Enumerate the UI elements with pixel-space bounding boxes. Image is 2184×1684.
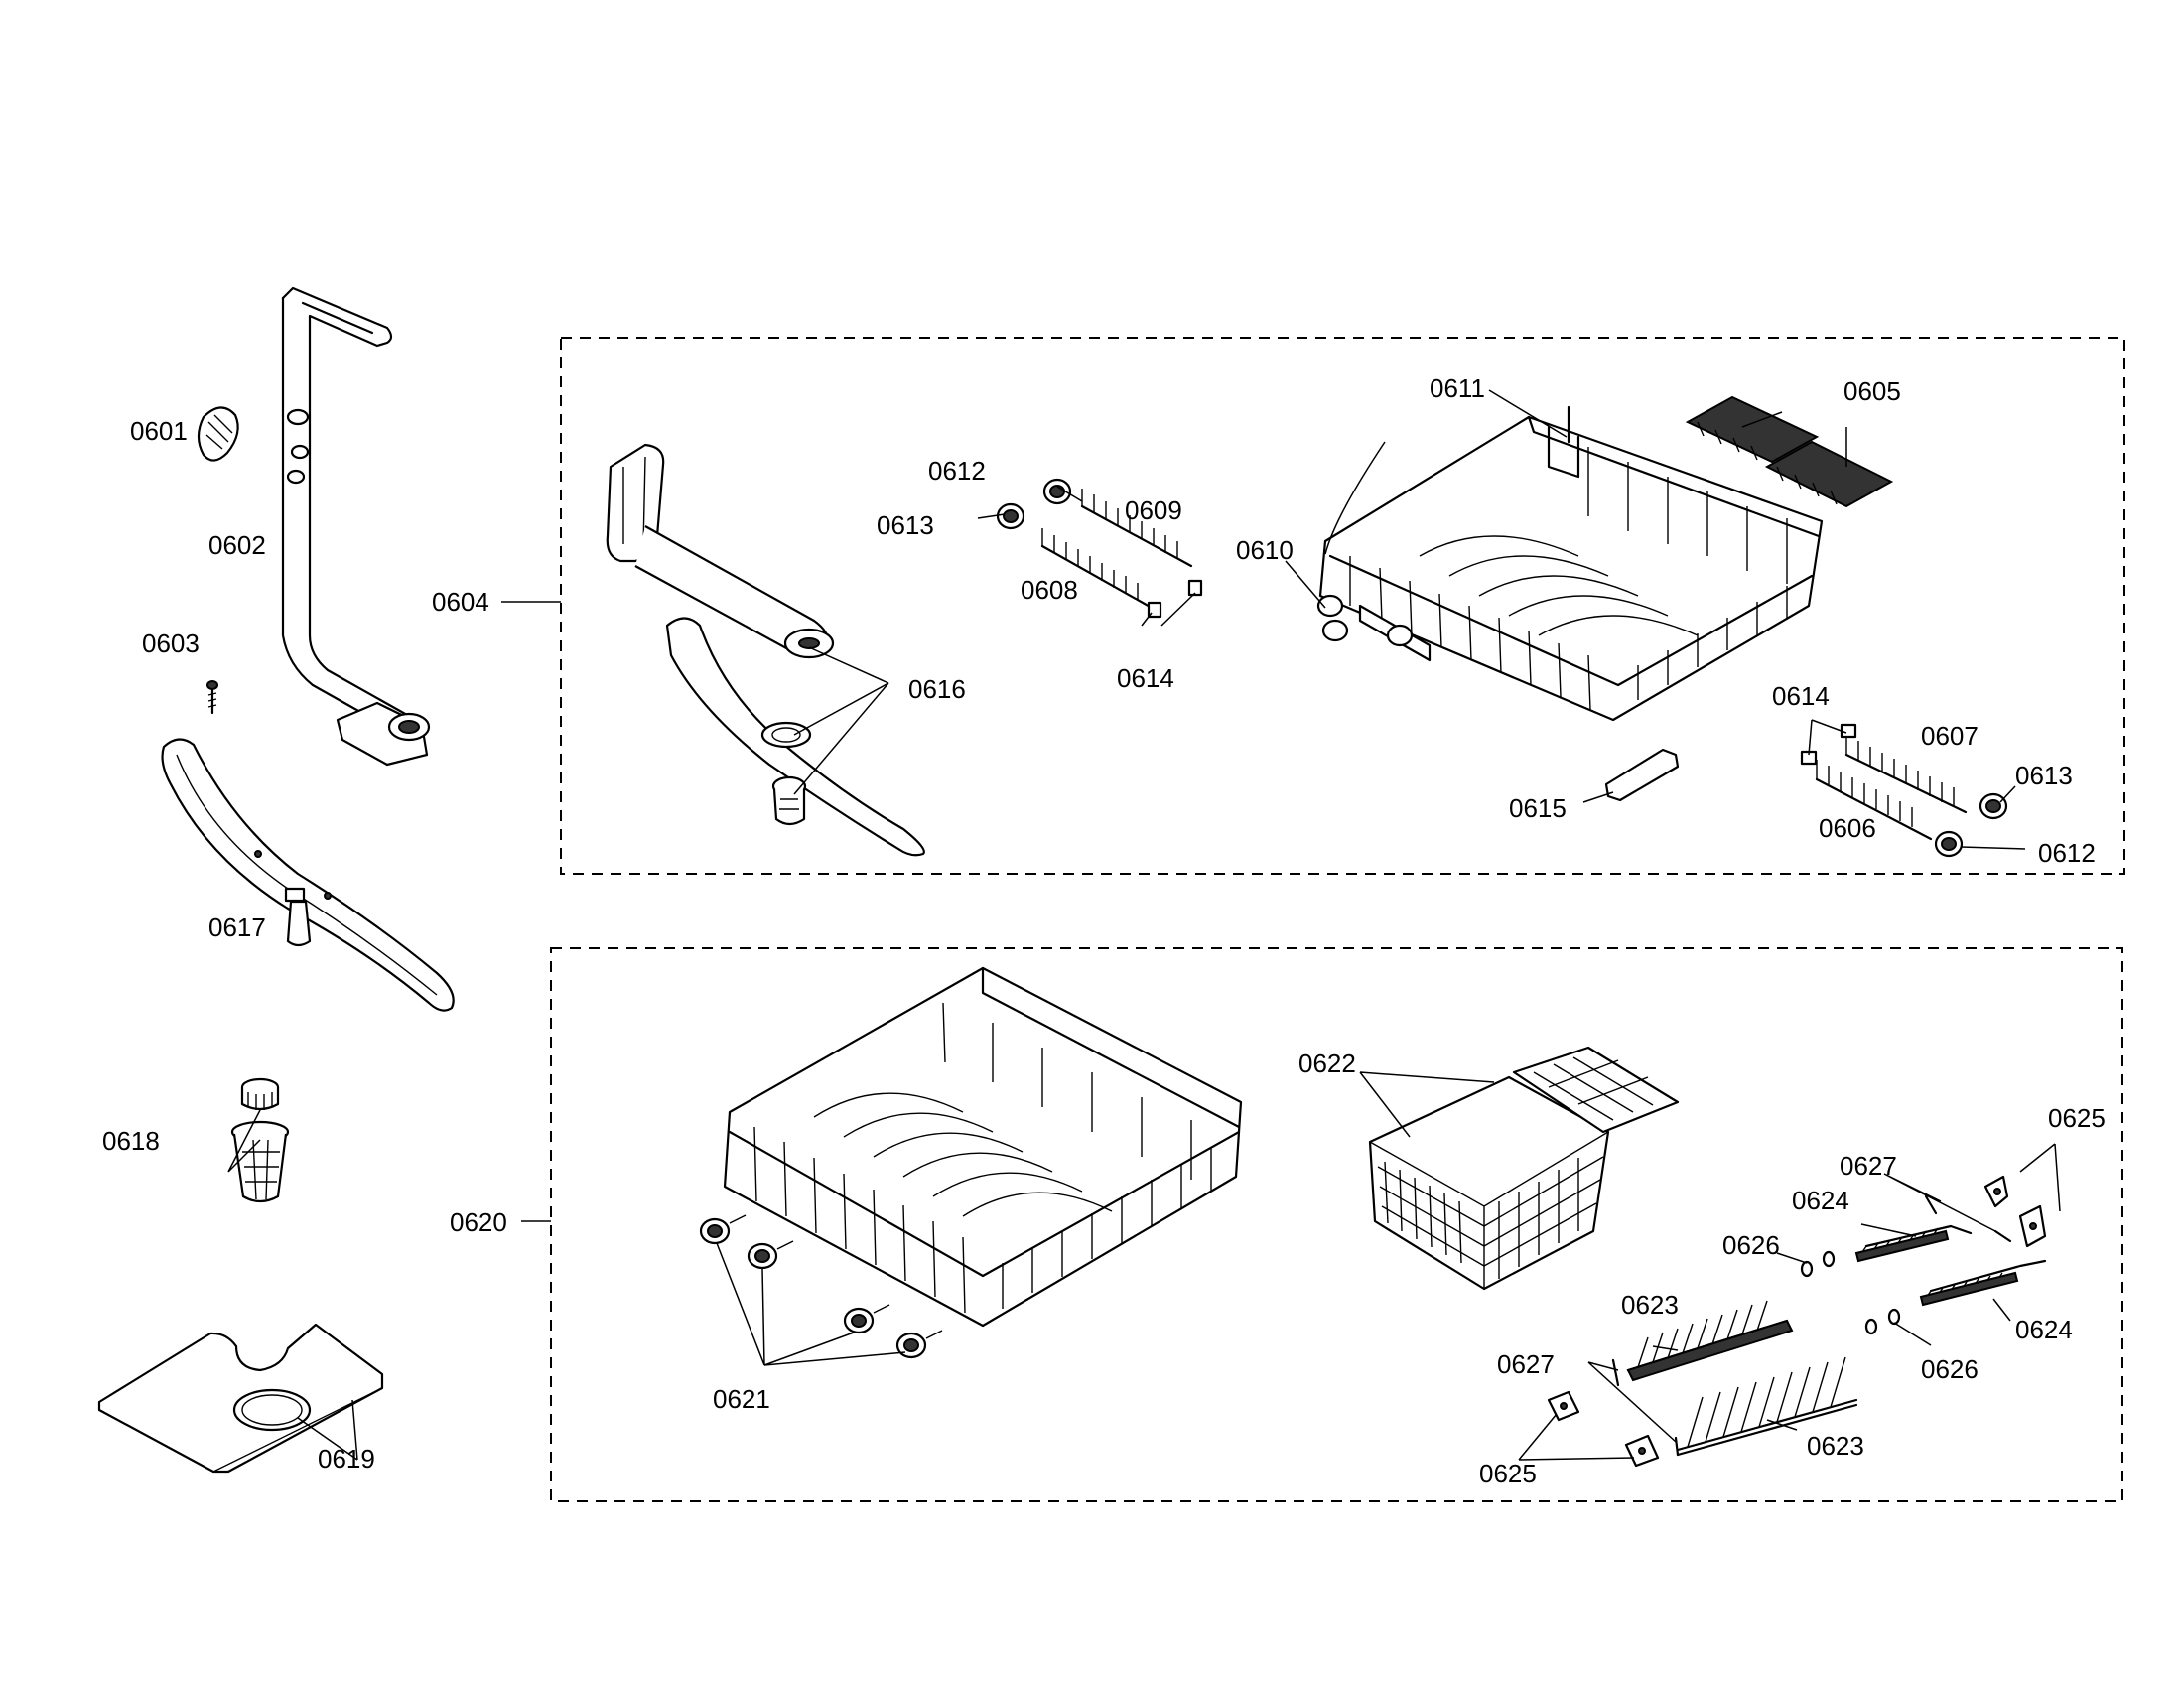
label-0620: 0620 — [450, 1207, 507, 1237]
label-0601: 0601 — [130, 416, 188, 446]
part-0621-wheels — [699, 1214, 943, 1359]
part-0601-cap — [197, 406, 239, 462]
part-0624-tine-row-lower — [1919, 1259, 2047, 1307]
part-0622-cutlery-basket — [1368, 1046, 1680, 1291]
part-0613-wheel-upper-left — [996, 502, 1025, 530]
label-0614-a: 0614 — [1117, 663, 1174, 693]
part-0618-filter — [230, 1077, 290, 1203]
part-0619-cover-plate — [97, 1323, 384, 1474]
label-0612-a: 0612 — [928, 456, 986, 486]
lower-rack-group-frame — [550, 947, 2123, 1502]
label-0618: 0618 — [102, 1126, 160, 1156]
part-0605-tine-racks — [1685, 395, 1894, 508]
part-0613-wheel-right — [1979, 792, 2008, 820]
label-0625-a: 0625 — [2048, 1103, 2106, 1133]
part-0617-lower-spray-arm — [161, 738, 455, 1012]
label-0619: 0619 — [318, 1444, 375, 1474]
label-0626-b: 0626 — [1921, 1354, 1979, 1384]
leader-lines — [227, 389, 2061, 1461]
label-0622: 0622 — [1298, 1049, 1356, 1078]
part-0625-hinges-right — [1983, 1175, 2047, 1248]
label-0608: 0608 — [1021, 575, 1078, 605]
label-0613-a: 0613 — [877, 510, 934, 540]
label-0604: 0604 — [432, 587, 489, 617]
part-0626-clips — [1800, 1250, 1901, 1335]
part-0625-hinges-lower — [1547, 1390, 1660, 1468]
part-0627-pivots-upper — [1924, 1194, 2012, 1243]
part-0624-tine-row-upper — [1854, 1224, 1973, 1263]
part-0602-supply-pipe — [281, 286, 431, 767]
label-0614-b: 0614 — [1772, 681, 1830, 711]
label-0623-a: 0623 — [1621, 1290, 1679, 1320]
label-0627-a: 0627 — [1840, 1151, 1897, 1181]
part-0627-pivots-lower — [1611, 1358, 1680, 1457]
part-0612-wheel-right — [1934, 830, 1964, 858]
label-0607: 0607 — [1921, 721, 1979, 751]
label-0626-a: 0626 — [1722, 1230, 1780, 1260]
label-0616: 0616 — [908, 674, 966, 704]
part-0603-screw — [206, 680, 218, 715]
label-0602: 0602 — [208, 530, 266, 560]
part-0620-lower-rack — [723, 966, 1243, 1328]
label-0621: 0621 — [713, 1384, 770, 1414]
part-0623-tine-rack-lower — [1676, 1356, 1858, 1457]
label-0624-a: 0624 — [1792, 1186, 1849, 1215]
part-0604-upper-spray-assembly — [606, 443, 925, 857]
part-0606-tine-row — [1815, 760, 1933, 841]
label-0625-b: 0625 — [1479, 1459, 1537, 1488]
label-0623-b: 0623 — [1807, 1431, 1864, 1461]
label-0609: 0609 — [1125, 495, 1182, 525]
label-0605: 0605 — [1843, 376, 1901, 406]
part-0614-clips-left — [1147, 579, 1203, 619]
label-0627-b: 0627 — [1497, 1349, 1555, 1379]
part-0607-tine-row — [1844, 735, 1968, 814]
label-0617: 0617 — [208, 912, 266, 942]
label-0612-b: 0612 — [2038, 838, 2096, 868]
part-0609-tine-row — [1080, 489, 1193, 568]
label-0603: 0603 — [142, 629, 200, 658]
label-0610: 0610 — [1236, 535, 1294, 565]
part-0615-handle — [1604, 748, 1680, 802]
label-0613-b: 0613 — [2015, 761, 2073, 790]
label-0611: 0611 — [1430, 373, 1485, 403]
label-0606: 0606 — [1819, 813, 1876, 843]
label-0624-b: 0624 — [2015, 1315, 2073, 1344]
part-0611-upper-rack — [1316, 405, 1824, 722]
label-0615: 0615 — [1509, 793, 1567, 823]
upper-rack-group-frame — [560, 337, 2125, 875]
part-0608-tine-row — [1040, 528, 1154, 610]
